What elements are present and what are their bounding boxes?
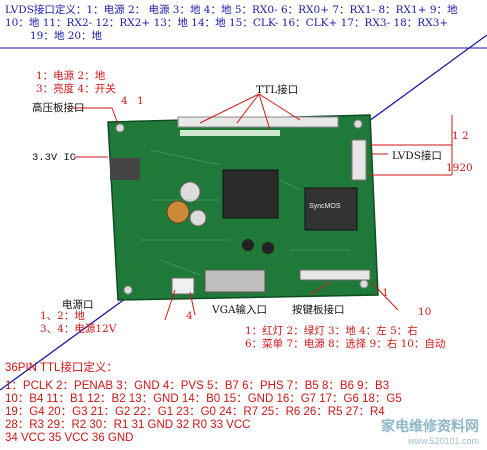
keypad-pins-1-5: 1：红灯 2：绿灯 3：地 4：左 5：右: [245, 325, 418, 337]
power-connector-pins-1-2: 1、2：地: [40, 310, 85, 322]
ic-label: 3.3V IC: [32, 152, 77, 164]
ttl36-row-4: 28：R3 29：R2 30：R1 31 GND 32 R0 33 VCC: [5, 419, 251, 431]
keypad-connector-label: 按键板接口: [292, 304, 345, 316]
ttl36-header: 36PIN TTL接口定义：: [5, 362, 118, 374]
watermark-title: 家电维修资料网: [381, 418, 479, 434]
lvds-definition-line2: 10：地 11：RX2- 12：RX2+ 13：地 14：地 15：CLK- 1…: [5, 17, 449, 29]
hv-connector-pins-1-2: 1：电源 2：地: [36, 70, 106, 82]
lvds-definition-line1: LVDS接口定义：1：电源 2： 电源 3：地 4：地 5：RX0- 6：RX0…: [5, 4, 458, 16]
lvds-connector-label: LVDS接口: [392, 150, 442, 162]
pcb-board: [107, 114, 379, 301]
hv-connector-pin-1: 1: [137, 95, 144, 107]
power-connector-label: 电源口: [62, 299, 94, 311]
watermark-url: www.520101.com: [407, 436, 479, 446]
power-connector-pins-3-4: 3、4：电源12V: [40, 323, 117, 335]
lvds-pin-end: 1920: [446, 162, 473, 174]
ttl36-row-1: 1：PCLK 2：PENAB 3：GND 4：PVS 5：B7 6：PHS 7：…: [5, 380, 390, 392]
leader-lines: [72, 93, 453, 321]
ttl-connector-label: TTL接口: [256, 84, 299, 96]
vga-input-label: VGA输入口: [212, 304, 268, 316]
hv-connector-pin-4: 4: [121, 95, 128, 107]
hv-connector-label: 高压板接口: [32, 102, 85, 114]
watermark: 家电维修资料网 www.520101.com: [381, 416, 479, 446]
hv-connector-pins-3-4: 3：亮度 4：开关: [36, 83, 116, 95]
lvds-definition-line3: 19：地 20：地: [30, 30, 103, 42]
ttl36-row-5: 34 VCC 35 VCC 36 GND: [5, 432, 134, 444]
keypad-pin-10: 10: [418, 306, 432, 318]
chip-brand-marking: SyncMOS: [309, 203, 341, 210]
ttl36-row-2: 10：B4 11：B1 12：B2 13：GND 14：B0 15：GND 16…: [5, 393, 402, 405]
keypad-pin-1: 1: [382, 287, 389, 299]
keypad-pins-6-10: 6：菜单 7：电源 8：选择 9：右 10：自动: [245, 338, 446, 350]
ttl36-row-3: 19：G4 20：G3 21：G2 22：G1 23：G0 24：R7 25：R…: [5, 406, 385, 418]
lvds-pin-labels: 1 2: [452, 130, 469, 142]
power-connector-pin-4: 4: [186, 310, 193, 322]
